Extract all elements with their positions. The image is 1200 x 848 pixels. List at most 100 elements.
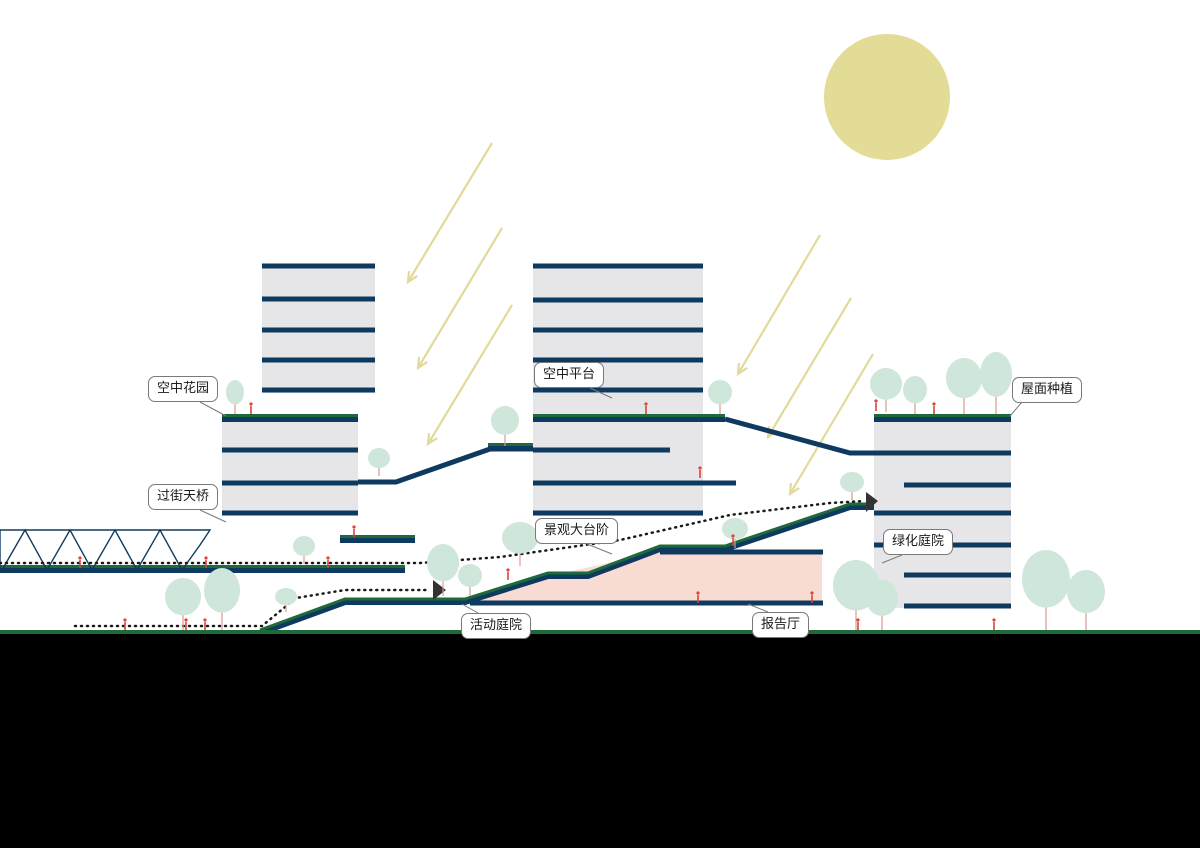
tree-icon (840, 472, 864, 493)
person-head (932, 402, 936, 406)
tree-icon (1022, 550, 1070, 608)
sun-ray (737, 234, 821, 375)
person-head (203, 618, 207, 622)
path-upper (0, 499, 866, 565)
roof-planting-green (874, 414, 1011, 417)
person-head (249, 402, 253, 406)
landscape-steps-slab (258, 504, 874, 636)
person-head (184, 618, 188, 622)
floor-slab (533, 297, 703, 303)
floor-slab (533, 447, 670, 453)
label-pointer (747, 603, 769, 613)
floor-slab (262, 357, 375, 363)
person-head (810, 591, 814, 595)
label-skybridge: 过街天桥 (148, 484, 219, 510)
tree-icon (293, 536, 315, 557)
label-activity-courtyard: 活动庭院 (461, 613, 532, 639)
floor-slab (262, 387, 375, 393)
sun-ray-arrowhead (788, 482, 800, 497)
floor-slab (904, 572, 1011, 578)
tree-icon (275, 588, 297, 606)
label-sky-garden: 空中花园 (148, 376, 219, 402)
tree-icon (204, 568, 240, 613)
person-head (698, 466, 702, 470)
small-terrace-green (340, 535, 415, 538)
person-head (992, 618, 996, 622)
skybridge-truss (0, 528, 212, 572)
ground-mass (0, 633, 1200, 848)
auditorium-volume (467, 549, 822, 604)
floor-slab (533, 387, 703, 393)
tree-icon (1067, 570, 1105, 614)
floor-slab (533, 263, 703, 269)
label-green-courtyard: 绿化庭院 (883, 529, 954, 555)
tree-icon (946, 358, 982, 399)
person-head (326, 556, 330, 560)
skybridge-deck-green (0, 565, 405, 568)
sun-ray-arrowhead (426, 432, 438, 447)
person-head (696, 591, 700, 595)
sun-ray (767, 297, 852, 438)
person-head (352, 525, 356, 529)
sun-ray (789, 353, 874, 495)
floor-slab (874, 450, 1011, 456)
sun (824, 34, 950, 160)
label-pointer (461, 603, 479, 614)
person-head (123, 618, 127, 622)
sun-ray-arrowhead (736, 362, 748, 377)
label-pointer (199, 401, 227, 417)
tree-icon (870, 368, 902, 400)
tree-icon (458, 564, 482, 588)
tree-icon (165, 578, 201, 616)
floor-slab (904, 603, 1011, 609)
tree-icon (903, 376, 927, 404)
sky-garden-roof-green (222, 414, 358, 417)
floor-slab (262, 296, 375, 302)
label-pointer (1009, 401, 1023, 417)
floor-slab (222, 480, 358, 486)
path-lower (73, 588, 432, 628)
person-head (78, 556, 82, 560)
sky-platform-roof (533, 416, 725, 422)
floor-slab (533, 327, 703, 333)
person-head (644, 402, 648, 406)
sun-ray (427, 304, 513, 445)
floor-slab (533, 480, 736, 486)
path-arrow-upper (866, 492, 878, 512)
floor-slab (222, 447, 358, 453)
label-pointer (199, 509, 227, 523)
label-pointer (589, 387, 613, 399)
ground-line (0, 630, 1200, 634)
floor-slab (222, 510, 358, 516)
tower-left-lower (222, 418, 358, 515)
label-sky-platform: 空中平台 (534, 362, 605, 388)
floor-slab (874, 510, 1011, 516)
small-terrace (340, 537, 415, 543)
tree-icon (502, 522, 538, 554)
label-roof-planting: 屋面种植 (1012, 377, 1083, 403)
sun-ray (417, 227, 503, 369)
floor-slab (533, 357, 703, 363)
floor-slab (470, 600, 823, 606)
floor-slab (262, 327, 375, 333)
label-landscape-steps: 景观大台阶 (535, 518, 619, 544)
person-head (874, 399, 878, 403)
person-head (856, 618, 860, 622)
person-head (204, 556, 208, 560)
floor-slab (262, 263, 375, 269)
sky-garden-roof (222, 416, 358, 422)
tree-icon (491, 406, 519, 435)
floor-slab (660, 549, 823, 555)
floor-slab (533, 510, 703, 516)
tree-icon (722, 518, 748, 540)
landscape-steps-green (259, 502, 874, 632)
label-pointer (881, 554, 903, 564)
tree-icon (368, 448, 390, 469)
ramp-upper-left (358, 446, 533, 485)
person-head (731, 534, 735, 538)
roof-planting (874, 416, 1011, 422)
sky-platform-roof-green (533, 414, 725, 417)
sun-ray-arrowhead (406, 270, 418, 285)
